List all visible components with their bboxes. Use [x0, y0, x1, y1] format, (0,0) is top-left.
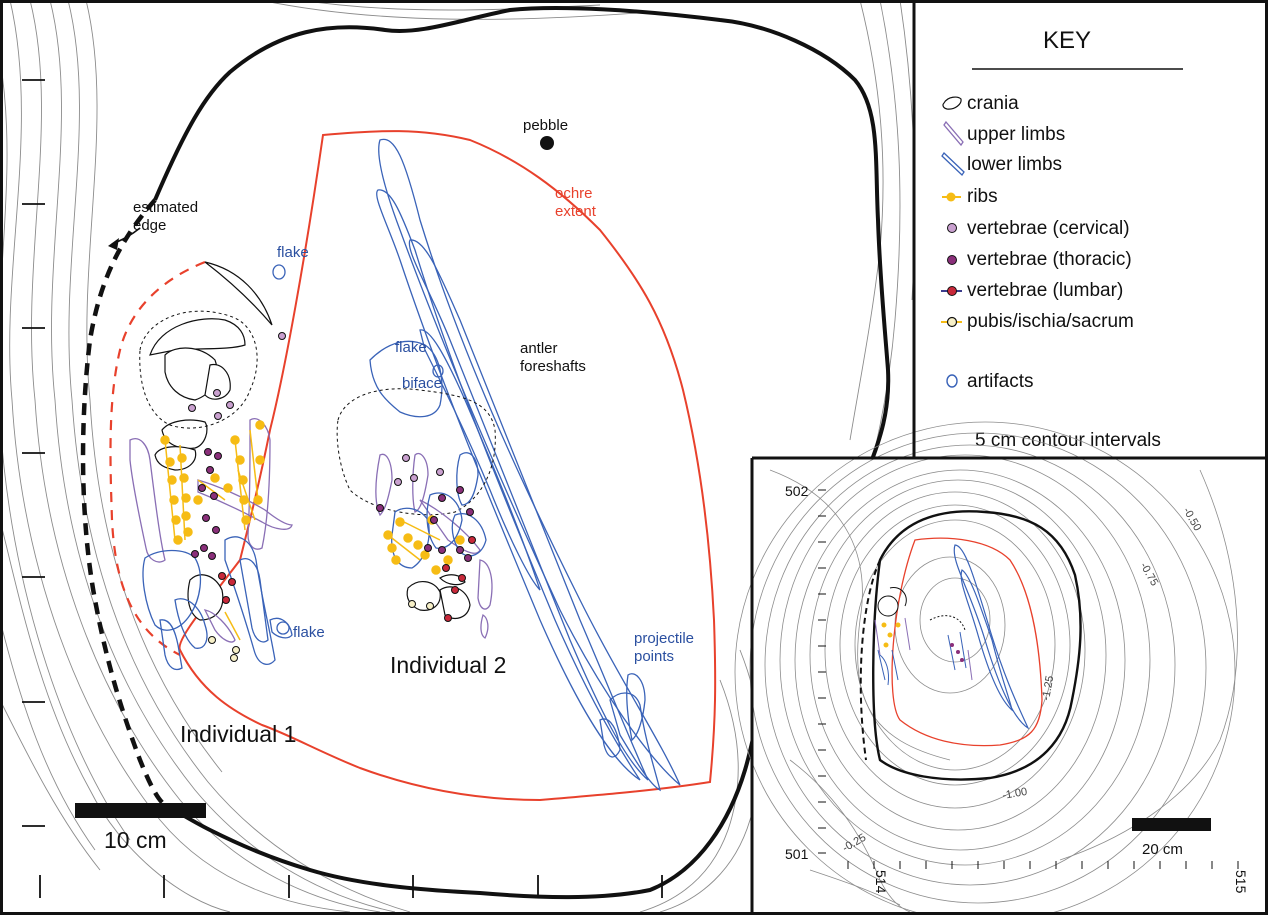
individual-1-lower-limbs	[142, 536, 293, 671]
inset-estimated-edge	[859, 559, 881, 761]
flake-artifact-icon	[272, 264, 286, 280]
individual-1-cranium-outline	[139, 310, 258, 429]
flake-artifact-icon	[276, 621, 290, 635]
upper-limb-icon	[943, 120, 964, 147]
ochre-dashed-edge	[109, 260, 206, 656]
contour-label: -1.25	[1040, 675, 1056, 702]
key-item-label: vertebrae (lumbar)	[967, 280, 1123, 301]
individual-2-skeleton	[336, 388, 496, 639]
inset-y-label-502: 502	[785, 483, 809, 499]
contour-note: 5 cm contour intervals	[975, 430, 1161, 451]
pebble-label: pebble	[523, 117, 568, 134]
key-item-label: lower limbs	[967, 154, 1062, 175]
key-item-label: ribs	[967, 186, 998, 207]
inset-pit-outline	[872, 510, 1082, 781]
inset-map: 502 501 514 515 -0.50 -0.75 -1.25 -1.00 …	[734, 421, 1264, 915]
estimated-edge-line	[80, 198, 167, 807]
cranium-icon	[942, 96, 962, 110]
individual-1-label: Individual 1	[180, 721, 296, 747]
lower-limb-icon	[941, 151, 965, 177]
inset-x-label-514: 514	[873, 870, 889, 894]
contour-label: -1.00	[1001, 786, 1028, 802]
individual-1-ribs	[160, 420, 265, 641]
inset-contour-lines	[734, 421, 1238, 915]
flake-biface-outline	[369, 340, 443, 418]
inset-axis-ticks	[818, 489, 1239, 869]
pit-outline	[153, 6, 891, 900]
inset-x-label-515: 515	[1233, 870, 1249, 894]
key-item-label: crania	[967, 93, 1019, 114]
inset-scale-label: 20 cm	[1142, 841, 1183, 858]
individual-1-vertebrae	[188, 332, 286, 662]
inset-skeletons	[874, 586, 973, 686]
arrowhead-icon	[108, 238, 119, 250]
thoracic-vertebra-icon	[947, 255, 957, 265]
flake-label-2: flake	[395, 339, 427, 356]
antler-foreshafts	[376, 138, 681, 792]
biface-label: biface	[402, 375, 442, 392]
key-panel: KEY crania upper limbs lower limbs ribs …	[915, 3, 1264, 458]
flake-label-3: flake	[293, 624, 325, 641]
inset-scale-bar: 20 cm	[1132, 818, 1211, 858]
key-item-label: vertebrae (cervical)	[967, 218, 1130, 239]
individual-2-vertebrae	[376, 454, 476, 622]
individual-2-cranium-outline	[336, 388, 496, 516]
main-scale-label: 10 cm	[104, 827, 167, 853]
individual-2-label: Individual 2	[390, 652, 506, 678]
rib-icon	[946, 192, 956, 202]
cervical-vertebra-icon	[947, 223, 957, 233]
individual-1-skeleton	[129, 261, 293, 671]
key-item-label: artifacts	[967, 371, 1034, 392]
lumbar-vertebra-icon	[947, 286, 957, 296]
inset-ochre-outline	[891, 537, 1043, 747]
flake-label-1: flake	[277, 244, 309, 261]
flake-artifact-icon	[432, 364, 444, 378]
key-item-label: pubis/ischia/sacrum	[967, 311, 1134, 332]
main-axis-ticks	[22, 79, 663, 898]
pebble-icon	[540, 136, 554, 150]
inset-antler-foreshafts	[953, 544, 1030, 730]
inset-y-label-501: 501	[785, 846, 809, 862]
pubis-icon	[946, 316, 958, 328]
main-scale-bar: 10 cm	[75, 803, 206, 853]
key-item-label: upper limbs	[967, 124, 1065, 145]
ochre-extent-outline	[178, 130, 717, 802]
key-title: KEY	[1043, 27, 1091, 54]
key-item-label: vertebrae (thoracic)	[967, 249, 1132, 270]
artifact-icon	[946, 374, 958, 388]
